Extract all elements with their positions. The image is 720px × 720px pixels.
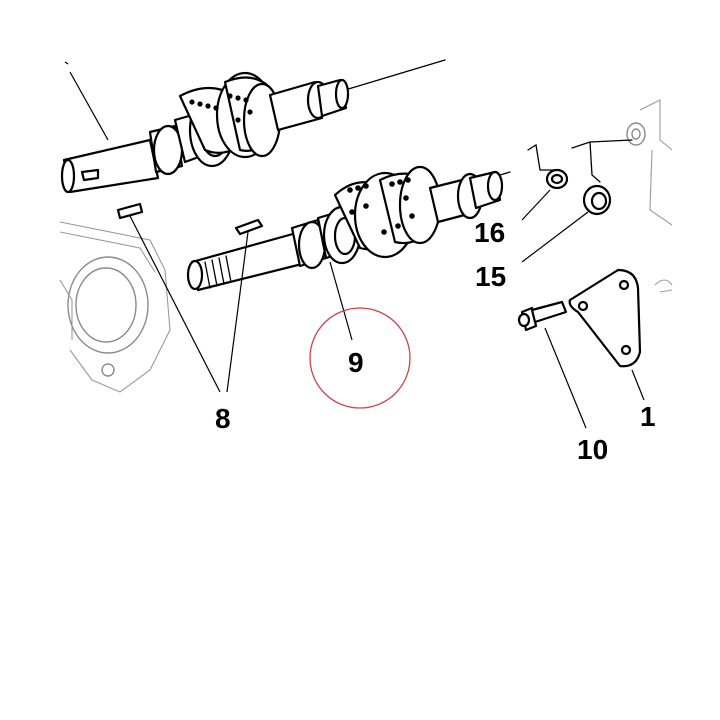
leader-lines (64, 61, 645, 429)
engine-housing-left (59, 221, 171, 393)
bracket-and-bolt (517, 268, 642, 368)
callout-8: 8 (215, 403, 231, 434)
engine-housing-right (626, 99, 673, 293)
callout-10: 10 (577, 434, 608, 465)
seal-and-washer (527, 139, 633, 216)
callout-15: 15 (475, 261, 506, 292)
callout-9: 9 (348, 347, 364, 378)
highlight-circle (309, 307, 411, 409)
callout-16: 16 (474, 217, 505, 248)
woodruff-keys (116, 202, 264, 236)
upper-camshaft (60, 59, 446, 194)
lower-camshaft (186, 165, 511, 292)
callout-1: 1 (640, 401, 656, 432)
